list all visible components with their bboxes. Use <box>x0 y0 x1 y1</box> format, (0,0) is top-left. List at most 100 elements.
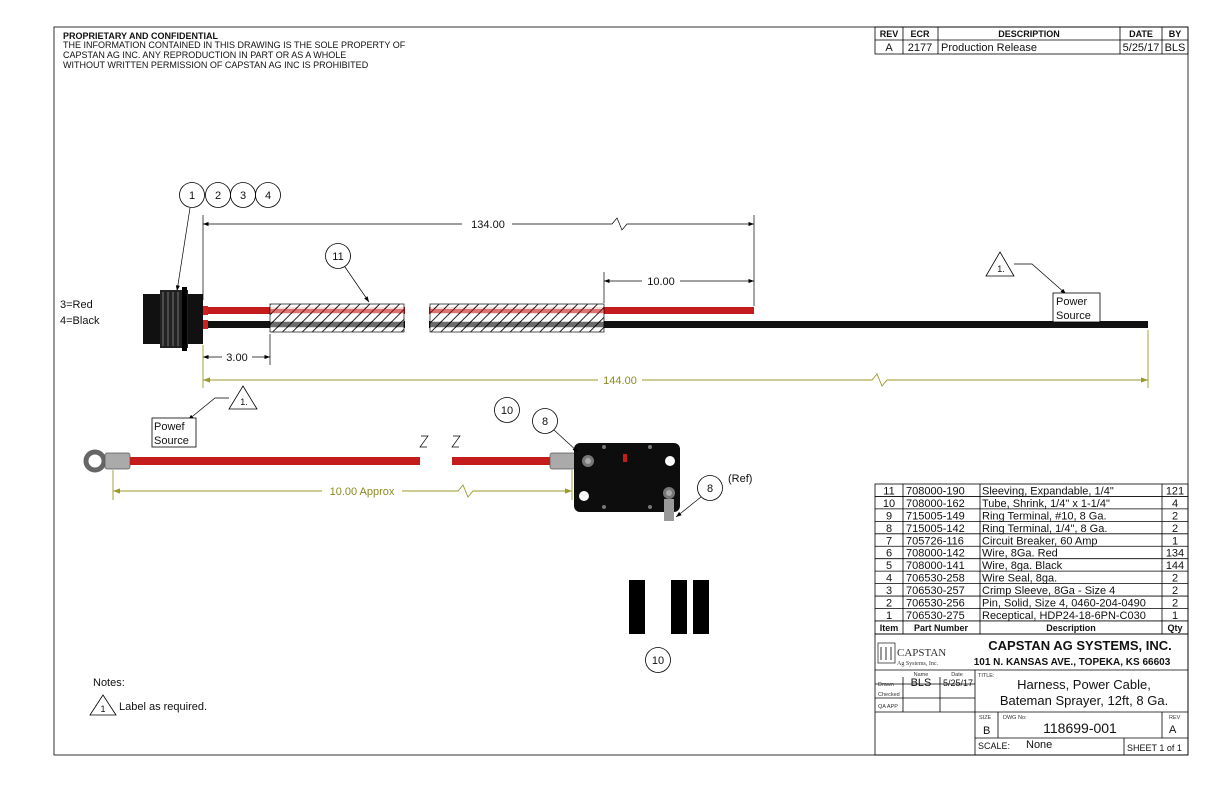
ecr-header: ECR <box>910 29 930 39</box>
bom-cell-qty: 1 <box>1172 610 1178 622</box>
rev-value: A <box>1169 724 1177 736</box>
bom-cell-item: 4 <box>886 573 892 585</box>
dim-10: 10.00 <box>647 276 675 288</box>
bom-cell-item: 9 <box>886 510 892 522</box>
dim-144: 144.00 <box>603 375 637 387</box>
title-block: CAPSTAN Ag Systems, Inc. CAPSTAN AG SYST… <box>874 633 1189 756</box>
scale-label: SCALE: <box>978 741 1010 751</box>
bom-cell-description: Ring Terminal, #10, 8 Ga. <box>982 510 1107 522</box>
bom-cell-description: Wire, 8ga. Black <box>982 560 1063 572</box>
drawn-label: Drawn <box>878 682 894 688</box>
size-label: SIZE <box>979 715 992 721</box>
drawing-title: Harness, Power Cable, <box>1017 677 1151 692</box>
drawing-number: 118699-001 <box>1043 720 1117 736</box>
dwg-label: DWG No: <box>1003 715 1027 721</box>
notes: Notes: 1 Label as required. <box>89 677 207 716</box>
dim-134: 134.00 <box>471 219 505 231</box>
balloon-10: 10 <box>652 655 664 667</box>
bom-cell-description: Tube, Shrink, 1/4" x 1-1/4" <box>982 498 1110 510</box>
bom-cell-description: Wire Seal, 8ga. <box>982 573 1057 585</box>
bom-row: 5 708000-141 Wire, 8ga. Black 144 <box>875 560 1188 572</box>
capstan-logo: CAPSTAN Ag Systems, Inc. <box>877 642 946 667</box>
scale-value: None <box>1026 739 1052 751</box>
power-source-label: Powef <box>154 421 186 433</box>
bom-cell-qty: 121 <box>1166 485 1184 497</box>
circuit-breaker <box>574 443 680 521</box>
notice-title: PROPRIETARY AND CONFIDENTIAL <box>63 31 219 41</box>
dim-3: 3.00 <box>226 352 247 364</box>
ref-label: (Ref) <box>728 473 752 485</box>
description-header: DESCRIPTION <box>998 29 1060 39</box>
ecr-value: 2177 <box>908 42 932 54</box>
bom-cell-description: Circuit Breaker, 60 Amp <box>982 535 1098 547</box>
note-flag-number: 1 <box>100 704 105 714</box>
bom-cell-item: 10 <box>883 498 895 510</box>
wire-label-black: 4=Black <box>60 315 100 327</box>
bom-cell-qty: 144 <box>1166 560 1184 572</box>
bom-row: 11 708000-190 Sleeving, Expandable, 1/4" 12… <box>875 485 1188 497</box>
bom-cell-part: 708000-141 <box>906 560 965 572</box>
bom-cell-qty: 4 <box>1172 498 1178 510</box>
notice-line: WITHOUT WRITTEN PERMISSION OF CAPSTAN AG… <box>63 60 369 70</box>
balloon-11: 11 <box>332 251 343 263</box>
balloon-10: 10 <box>501 405 513 417</box>
drawing-title: Bateman Sprayer, 12ft, 8 Ga. <box>1000 693 1168 708</box>
note-flag-icon <box>89 694 117 716</box>
bom-cell-item: 8 <box>886 523 892 535</box>
balloon-8: 8 <box>707 483 713 495</box>
bom-cell-item: 11 <box>883 485 894 497</box>
bom-cell-part: 715005-142 <box>906 523 965 535</box>
balloon-3: 3 <box>240 190 246 202</box>
title-label: TITLE: <box>978 673 995 679</box>
bom-cell-item: 5 <box>886 560 892 572</box>
note-flag-text: 1. <box>240 397 248 407</box>
name-label: Name <box>914 672 929 678</box>
rev-header: REV <box>880 29 899 39</box>
bom-cell-qty: 2 <box>1172 585 1178 597</box>
bom-row: 4 706530-258 Wire Seal, 8ga. 2 <box>875 573 1188 585</box>
notice-line: CAPSTAN AG INC. ANY REPRODUCTION IN PART… <box>63 50 346 60</box>
bom-cell-description: Sleeving, Expandable, 1/4" <box>982 485 1114 497</box>
balloon-1: 1 <box>189 190 195 202</box>
bom-header-part: Part Number <box>914 623 969 633</box>
bom-cell-part: 705726-116 <box>906 535 964 547</box>
company-name: CAPSTAN AG SYSTEMS, INC. <box>988 638 1171 653</box>
drawn-date: 5/25/17 <box>943 678 973 688</box>
power-source-label: Source <box>1056 310 1091 322</box>
bom-cell-description: Receptical, HDP24-18-6PN-C030 <box>982 610 1146 622</box>
receptacle-connector <box>143 287 208 351</box>
power-source-label: Source <box>154 435 189 447</box>
sheet-number: SHEET 1 of 1 <box>1127 743 1182 753</box>
rev-description: Production Release <box>941 42 1037 54</box>
note-flag-text: 1. <box>997 264 1005 274</box>
company-address: 101 N. KANSAS AVE., TOPEKA, KS 66603 <box>974 657 1171 668</box>
bom-cell-part: 708000-142 <box>906 548 965 560</box>
bom-cell-part: 708000-190 <box>906 485 965 497</box>
balloon-group-connector: 1 2 3 4 <box>175 182 281 292</box>
bom-cell-qty: 134 <box>1166 548 1184 560</box>
wire-label-red: 3=Red <box>60 299 93 311</box>
balloon-4: 4 <box>265 190 271 202</box>
dim-10-approx: 10.00 Approx <box>330 486 395 498</box>
bom-cell-item: 2 <box>886 598 892 610</box>
bom-cell-qty: 2 <box>1172 573 1178 585</box>
qa-label: QA APP <box>878 704 898 710</box>
bom-cell-description: Crimp Sleeve, 8Ga - Size 4 <box>982 585 1115 597</box>
notice-line: THE INFORMATION CONTAINED IN THIS DRAWIN… <box>63 40 406 50</box>
bom-cell-part: 706530-275 <box>906 610 965 622</box>
bom-cell-part: 706530-257 <box>906 585 965 597</box>
rev-date: 5/25/17 <box>1123 42 1160 54</box>
balloon-2: 2 <box>215 190 221 202</box>
drawn-name: BLS <box>911 677 932 689</box>
bom-cell-part: 706530-258 <box>906 573 965 585</box>
bom-cell-part: 708000-162 <box>906 498 965 510</box>
bom-cell-item: 3 <box>886 585 892 597</box>
ring-terminal <box>83 449 107 473</box>
bom-row: 3 706530-257 Crimp Sleeve, 8Ga - Size 4 2 <box>875 585 1188 597</box>
power-source-label: Power <box>1056 296 1088 308</box>
bom-cell-part: 715005-149 <box>906 510 965 522</box>
